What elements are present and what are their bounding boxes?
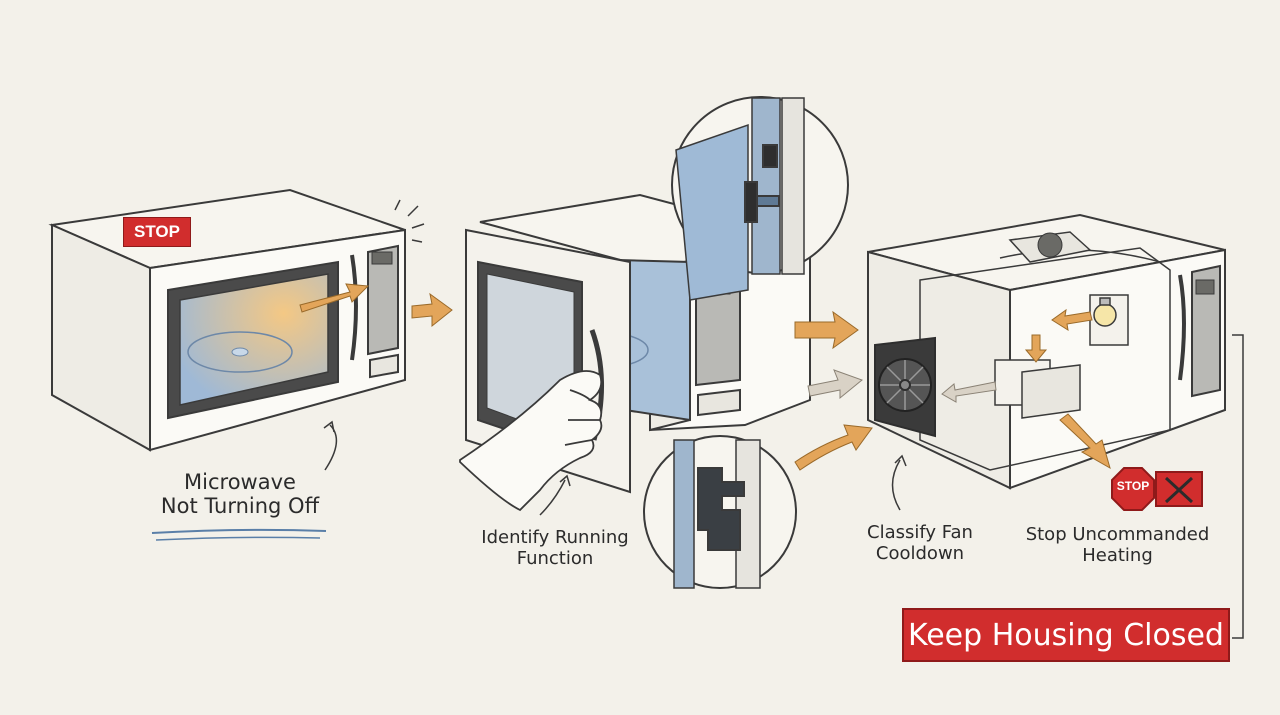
alert-spark xyxy=(394,199,425,243)
microwave-running xyxy=(48,188,406,452)
door-latch-detail xyxy=(643,435,797,589)
microwave-cutaway xyxy=(867,213,1226,490)
step-3-line-1: Classify Fan xyxy=(867,522,973,543)
pointer-curve-3-tip xyxy=(894,454,907,467)
step-2-line-2: Function xyxy=(516,547,594,569)
pointer-curve-3 xyxy=(891,459,901,511)
pointer-curve-2 xyxy=(539,479,566,516)
stop-sign-icon xyxy=(1111,467,1155,511)
pointer-curve-1-tip xyxy=(323,420,335,433)
flow-arrow-2 xyxy=(794,310,859,350)
flow-arrow-4 xyxy=(794,424,873,471)
inner-arrow-3 xyxy=(941,381,997,403)
x-mark-icon xyxy=(1164,476,1194,504)
lamp-icon xyxy=(1093,297,1117,327)
flow-arrow-1 xyxy=(411,292,453,328)
stop-tag: STOP xyxy=(123,217,191,247)
flow-arrow-3 xyxy=(807,369,864,400)
door-latch-icon xyxy=(671,96,849,301)
step-4-line-2: Heating xyxy=(1082,544,1153,566)
fan-icon xyxy=(874,336,936,438)
step-2-line-1: Identify Running xyxy=(481,527,629,548)
step-2-label: Identify Running Function xyxy=(460,527,650,569)
label-underline-2 xyxy=(155,536,321,541)
outflow-arrow xyxy=(1059,413,1111,470)
inner-arrow-1 xyxy=(1051,308,1093,332)
heat-arrow xyxy=(299,283,370,313)
step-3-line-2: Cooldown xyxy=(875,542,965,564)
pointer-curve-2-tip xyxy=(559,474,571,487)
step-4-label: Stop Uncommanded Heating xyxy=(1010,524,1225,566)
banner-bracket xyxy=(1232,334,1244,639)
hand xyxy=(459,370,603,512)
pointer-curve-1 xyxy=(324,424,338,471)
step-3-label: Classify Fan Cooldown xyxy=(840,522,1000,564)
step-1-label: Microwave Not Turning Off xyxy=(130,470,350,518)
keep-housing-closed-banner: Keep Housing Closed xyxy=(902,608,1230,662)
inner-arrow-2 xyxy=(1024,334,1048,363)
step-1-line-1: Microwave xyxy=(184,470,296,494)
step-4-line-1: Stop Uncommanded xyxy=(1025,524,1210,545)
step-1-line-2: Not Turning Off xyxy=(160,494,320,519)
stop-sign-text: STOP xyxy=(1116,479,1150,493)
label-underline-1 xyxy=(151,528,327,534)
